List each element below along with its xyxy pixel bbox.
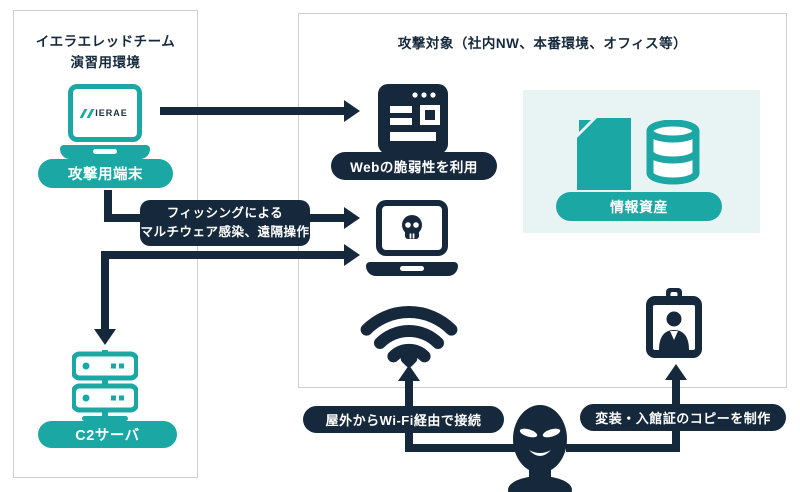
web-browser-icon bbox=[378, 84, 448, 154]
ierae-laptop-icon: IERAE bbox=[60, 84, 150, 160]
infected-laptop-icon bbox=[366, 200, 458, 278]
wifi-icon bbox=[360, 306, 458, 368]
id-badge-icon bbox=[646, 288, 702, 358]
ierae-logo-slash-icon bbox=[79, 108, 88, 118]
web-vuln-label: Webの脆弱性を利用 bbox=[331, 152, 497, 180]
arrow-laptop-to-web-head bbox=[344, 100, 360, 122]
redteam-title-line1: イエラエレッドチーム bbox=[35, 34, 176, 49]
badge-annotation: 変装・入館証のコピーを制作 bbox=[580, 404, 786, 431]
info-asset-panel: 情報資産 bbox=[523, 90, 760, 233]
attack-terminal-label: 攻撃用端末 bbox=[38, 159, 173, 188]
redteam-title-line2: 演習用環境 bbox=[70, 54, 141, 70]
redteam-box-title: イエラエレッドチーム 演習用環境 bbox=[14, 32, 197, 74]
arrow-phishing-h2 bbox=[306, 214, 344, 222]
arrow-phishing-v bbox=[104, 190, 112, 222]
arrow-badge-h bbox=[566, 444, 680, 452]
wifi-annotation: 屋外からWi-Fi経由で接続 bbox=[303, 406, 504, 433]
ierae-logo-slash-icon bbox=[86, 108, 94, 118]
arrow-c2-head-down bbox=[94, 329, 116, 345]
arrow-c2-v bbox=[101, 251, 109, 331]
arrow-phishing-h1 bbox=[104, 214, 150, 222]
arrow-laptop-to-web-line bbox=[160, 107, 344, 115]
arrow-c2-head-right bbox=[344, 244, 360, 266]
attacker-icon bbox=[508, 405, 572, 492]
attack-target-title: 攻撃対象（社内NW、本番環境、オフィス等） bbox=[397, 36, 688, 51]
database-icon bbox=[646, 120, 700, 185]
phishing-line1: フィッシングによる bbox=[166, 206, 284, 221]
ierae-logo-text: IERAE bbox=[95, 108, 128, 118]
arrow-wifi-h bbox=[405, 444, 517, 452]
skull-icon bbox=[402, 215, 422, 239]
arrow-phishing-head bbox=[344, 207, 360, 229]
arrow-c2-h bbox=[101, 251, 346, 259]
phishing-annotation: フィッシングによる マルチウェア感染、遠隔操作 bbox=[140, 200, 310, 246]
c2-server-icon bbox=[72, 350, 138, 425]
document-icon bbox=[577, 118, 631, 190]
arrow-wifi-head bbox=[398, 365, 420, 381]
info-asset-label: 情報資産 bbox=[556, 192, 722, 221]
arrow-badge-head bbox=[665, 364, 687, 380]
phishing-line2: マルチウェア感染、遠隔操作 bbox=[140, 225, 310, 239]
ierae-logo: IERAE bbox=[79, 108, 128, 118]
c2-server-label: C2サーバ bbox=[38, 421, 177, 448]
